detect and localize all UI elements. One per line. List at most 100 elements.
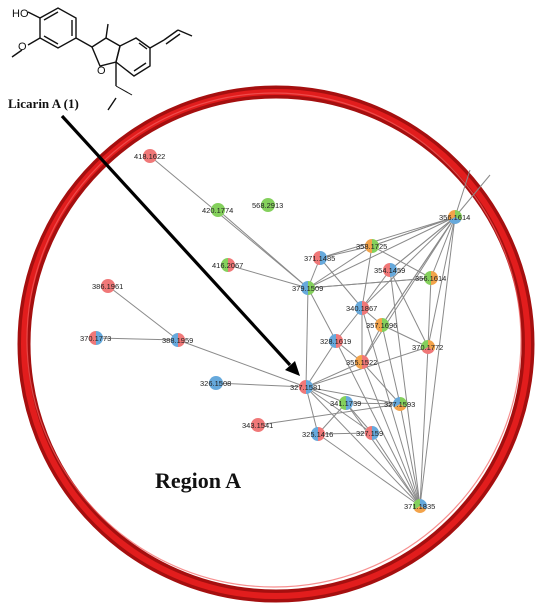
node-label: 370.1773 (80, 334, 111, 343)
network-node: 416.2067 (212, 258, 243, 272)
network-edge (381, 324, 401, 405)
network-edge (227, 264, 309, 289)
network-edge (427, 277, 432, 348)
node-pie-slice (372, 239, 379, 253)
network-edge (305, 386, 347, 404)
network-edge (307, 287, 337, 342)
node-label: 370.1772 (412, 343, 443, 352)
network-edge (389, 269, 429, 348)
network-edge (95, 337, 179, 341)
network-edge (305, 386, 319, 435)
network-edge (307, 245, 373, 289)
network-edge (361, 269, 391, 309)
node-label: 327.159 (356, 429, 383, 438)
node-pie-slice (318, 427, 325, 441)
network-edge (381, 324, 429, 348)
network-node: 355.1522 (346, 355, 377, 369)
network-edge (371, 432, 421, 507)
network-node: 327.1581 (290, 380, 321, 394)
node-label: 371.1485 (304, 254, 335, 263)
network-edge (307, 216, 456, 289)
node-pie-slice (382, 318, 389, 332)
network-node: 326.1508 (200, 376, 231, 390)
node-pie-slice (362, 301, 369, 315)
network-edge (305, 386, 401, 405)
network-node: 356.1614 (439, 210, 470, 224)
network-edge (257, 403, 401, 426)
network-edge (335, 340, 421, 507)
network-edge (371, 216, 456, 247)
node-pie-slice (413, 499, 420, 510)
node-pie-slice (393, 404, 407, 411)
node-label: 371.1835 (404, 502, 435, 511)
network-edge (317, 432, 373, 435)
network-nodes: 418.1622420.1774568.2913416.2067386.1961… (80, 149, 470, 514)
node-pie-slice (455, 210, 462, 221)
node-pie-slice (171, 333, 178, 347)
node-pie-slice (329, 334, 336, 348)
network-node: 371.1835 (404, 499, 435, 514)
network-node: 379.1509 (292, 281, 323, 295)
network-edge (361, 216, 456, 309)
node-pie-slice (420, 499, 427, 510)
node-label: 355.1522 (346, 358, 377, 367)
atom-label-o-methoxy: O (18, 41, 27, 53)
node-pie-slice (421, 340, 428, 351)
node-pie-slice (228, 258, 235, 272)
node-label: 327.1593 (384, 400, 415, 409)
network-edge (305, 361, 363, 388)
network-edge (305, 386, 373, 434)
node-pie-slice (320, 251, 327, 265)
network-node: 327.1593 (384, 397, 415, 411)
node-label: 341.1739 (330, 399, 361, 408)
node-pie-slice (339, 396, 346, 410)
node-label: 358.1725 (356, 242, 387, 251)
network-edges (95, 155, 491, 507)
network-node: 356.1614 (415, 271, 446, 285)
node-label: 325.1416 (302, 430, 333, 439)
node-pie-slice (355, 355, 362, 369)
network-edge (319, 216, 456, 259)
network-edge (427, 216, 456, 348)
network-edge (389, 216, 456, 271)
node-circle (209, 376, 223, 390)
network-edge (319, 257, 363, 309)
network-edge (177, 339, 307, 388)
network-node: 388.1959 (162, 333, 193, 347)
node-circle (251, 418, 265, 432)
network-node: 370.1773 (80, 331, 111, 345)
node-label: 379.1509 (292, 284, 323, 293)
node-label: 420.1774 (202, 206, 233, 215)
node-pie-slice (362, 355, 369, 369)
network-node: 328.1619 (320, 334, 351, 348)
node-circle (143, 149, 157, 163)
node-pie-slice (299, 380, 306, 394)
region-ring (17, 85, 535, 603)
network-edge (317, 433, 421, 507)
network-node: 358.1725 (356, 239, 387, 253)
node-label: 357.1696 (366, 321, 397, 330)
network-node: 354.1459 (374, 263, 405, 277)
node-label: 354.1459 (374, 266, 405, 275)
node-pie-slice (390, 263, 397, 277)
node-label: 340.1867 (346, 304, 377, 313)
node-pie-slice (89, 331, 96, 345)
network-edge (217, 209, 309, 289)
node-pie-slice (311, 427, 318, 441)
atom-label-ho: HO (12, 8, 29, 20)
node-pie-slice (313, 251, 320, 265)
network-edge (419, 216, 456, 507)
network-node: 340.1867 (346, 301, 377, 315)
licarin-a-structure (11, 7, 193, 111)
node-pie-slice (306, 380, 313, 394)
network-node: 418.1622 (134, 149, 165, 163)
node-label: 416.2067 (212, 261, 243, 270)
network-edge (361, 216, 456, 363)
node-pie-slice (178, 333, 185, 347)
atom-label-o-ring: O (97, 65, 106, 77)
node-pie-slice (346, 396, 353, 410)
node-circle (101, 279, 115, 293)
node-circle (211, 203, 225, 217)
network-edge (305, 340, 337, 388)
network-node: 341.1739 (330, 396, 361, 410)
